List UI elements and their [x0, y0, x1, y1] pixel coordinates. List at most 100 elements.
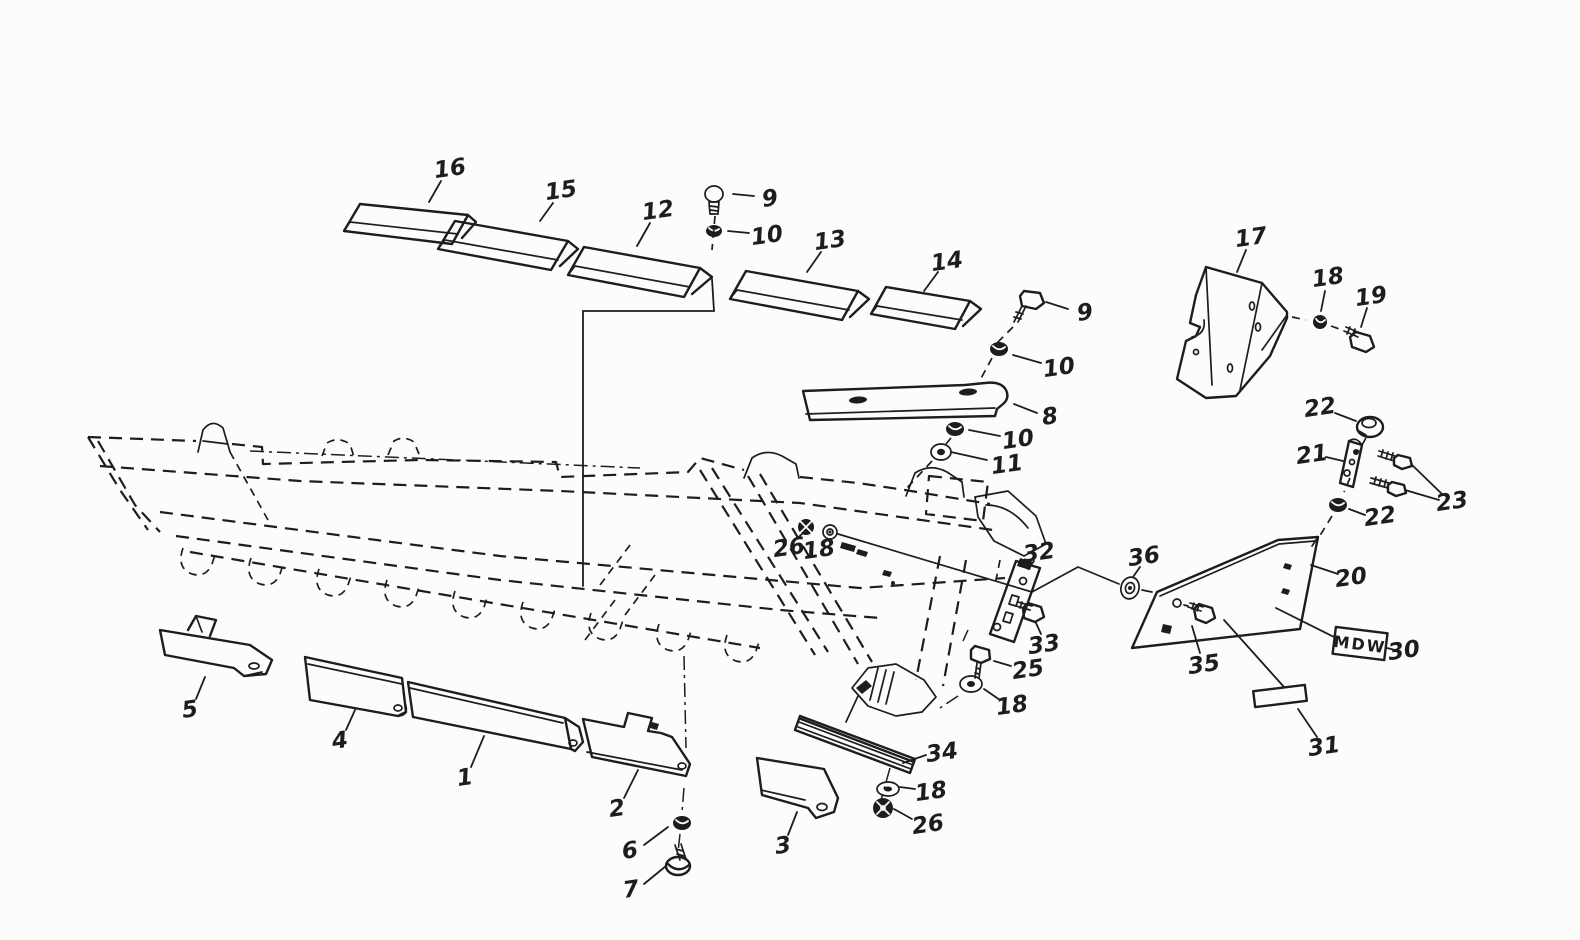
part-channel-34: [793, 714, 917, 775]
callout-leader-18-22-0: [823, 538, 829, 544]
callout-label-35-27: 35: [1186, 650, 1221, 680]
callout-leader-7-38-0: [643, 865, 667, 885]
callout-label-4-34: 4: [329, 727, 349, 755]
callout-label-21-16: 21: [1294, 440, 1329, 470]
washer-36: [1120, 576, 1140, 600]
washer-18-bottom: [876, 781, 900, 797]
link-21: [1338, 438, 1364, 489]
callout-leader-9-7-0: [1045, 301, 1069, 310]
callout-label-22-15: 22: [1302, 393, 1337, 423]
callout-label-22-18: 22: [1362, 502, 1397, 532]
callout-leader-8-9-0: [1013, 403, 1038, 414]
callout-leader-22-15-0: [1334, 412, 1357, 422]
part-strip-14: [869, 285, 983, 331]
callout-leader-14-6-0: [923, 271, 939, 292]
callout-label-15-1: 15: [543, 176, 578, 206]
callout-leader-34-30-0: [902, 754, 927, 764]
nut-10-below-8: [946, 422, 964, 436]
nut-10-right: [990, 342, 1008, 356]
washer-18-centre: [959, 675, 983, 693]
callout-leader-18-26-0: [983, 688, 1001, 701]
callout-leader-1-35-0: [470, 735, 485, 768]
part-bracket-17: [1175, 265, 1289, 400]
callout-label-31-29: 31: [1306, 732, 1341, 762]
part-strip-15: [436, 219, 580, 272]
bolt-23-lower: [1369, 476, 1408, 498]
bolt-33: [1015, 601, 1046, 624]
mdw-tag-text: MDW: [1333, 632, 1388, 657]
axis-17-18-19: [1291, 316, 1343, 331]
axis-plate-2-6-7: [677, 655, 687, 853]
callout-label-36-20: 36: [1126, 542, 1161, 572]
callout-leader-10-8-0: [1012, 354, 1042, 364]
part-strip-16: [342, 202, 478, 246]
part-plate-2: [581, 711, 692, 778]
callout-label-3-39: 3: [773, 832, 792, 860]
part-plate-8: [801, 381, 1009, 422]
bolt-19: [1343, 326, 1376, 354]
nut-22-lower: [1329, 498, 1347, 512]
washer-11: [930, 443, 952, 461]
callout-label-10-8: 10: [1041, 353, 1076, 383]
bolt-9-right: [1013, 289, 1046, 323]
callout-label-26-21: 26: [771, 533, 806, 563]
leader-plate20-to-mdw: [1275, 607, 1335, 638]
callout-leader-6-37-0: [643, 826, 669, 846]
callout-leader-3-39-0: [787, 811, 798, 836]
part-plate-3: [755, 756, 840, 820]
callout-leader-35-27-0: [1191, 625, 1201, 654]
tag-mdw: MDW: [1331, 625, 1389, 662]
callout-label-14-6: 14: [929, 247, 964, 277]
callout-leader-5-33-0: [195, 676, 206, 700]
callout-label-1-35: 1: [455, 764, 474, 792]
callout-leader-19-14-0: [1360, 307, 1368, 328]
callout-leader-21-16-0: [1325, 456, 1344, 462]
axis-bolt-9-right: [977, 326, 1014, 385]
callout-label-7-38: 7: [621, 876, 640, 904]
screw-7: [664, 843, 692, 877]
callout-label-8-9: 8: [1040, 403, 1059, 431]
callout-label-9-7: 9: [1075, 299, 1094, 327]
callout-label-18-26: 18: [994, 691, 1029, 721]
callout-label-32-23: 32: [1021, 538, 1056, 568]
callout-leader-2-36-0: [623, 769, 639, 799]
part-bracket-5: [158, 614, 274, 678]
callout-label-12-2: 12: [640, 196, 675, 226]
star-washer-26-a: [798, 519, 814, 535]
callout-label-18-13: 18: [1310, 263, 1345, 293]
part-plate-1: [406, 680, 585, 753]
callout-label-23-17: 23: [1434, 487, 1469, 517]
star-nut-26-bottom: [873, 798, 893, 818]
tag-31: [1252, 683, 1308, 709]
callout-leader-20-19-0: [1310, 564, 1339, 575]
callout-leader-36-20-0: [1132, 566, 1141, 578]
knife-head: [845, 663, 937, 723]
part-plate-4: [303, 655, 408, 718]
nut-18-near-17: [1313, 315, 1327, 329]
callout-leader-31-29-0: [1297, 708, 1318, 738]
bolt-35: [1183, 602, 1217, 625]
callout-leader-11-11-0: [950, 451, 988, 461]
callout-leader-17-12-0: [1236, 249, 1247, 273]
part-plate-20: [1130, 535, 1320, 650]
callout-label-5-33: 5: [180, 696, 199, 724]
callout-label-13-5: 13: [812, 226, 847, 256]
callout-leader-23-17-1: [1404, 489, 1440, 501]
axis-bolt-25: [939, 629, 969, 709]
callout-leader-10-4-0: [727, 230, 750, 234]
callout-leader-18-31-0: [899, 786, 916, 790]
callout-leader-22-18-0: [1348, 508, 1366, 516]
callout-label-10-4: 10: [749, 221, 784, 251]
frame-phantom-outline: [87, 422, 1047, 687]
callout-leader-18-13-0: [1320, 290, 1326, 312]
callout-label-34-30: 34: [924, 738, 959, 768]
callout-leader-9-3-0: [732, 193, 755, 197]
callout-label-30-28: 30: [1386, 636, 1421, 666]
callout-label-9-3: 9: [760, 185, 779, 213]
callout-leader-33-24-0: [1035, 622, 1042, 635]
leader-plate20-to-31: [1223, 619, 1285, 688]
callout-leader-4-34-0: [345, 709, 356, 731]
callout-label-11-11: 11: [989, 450, 1024, 480]
